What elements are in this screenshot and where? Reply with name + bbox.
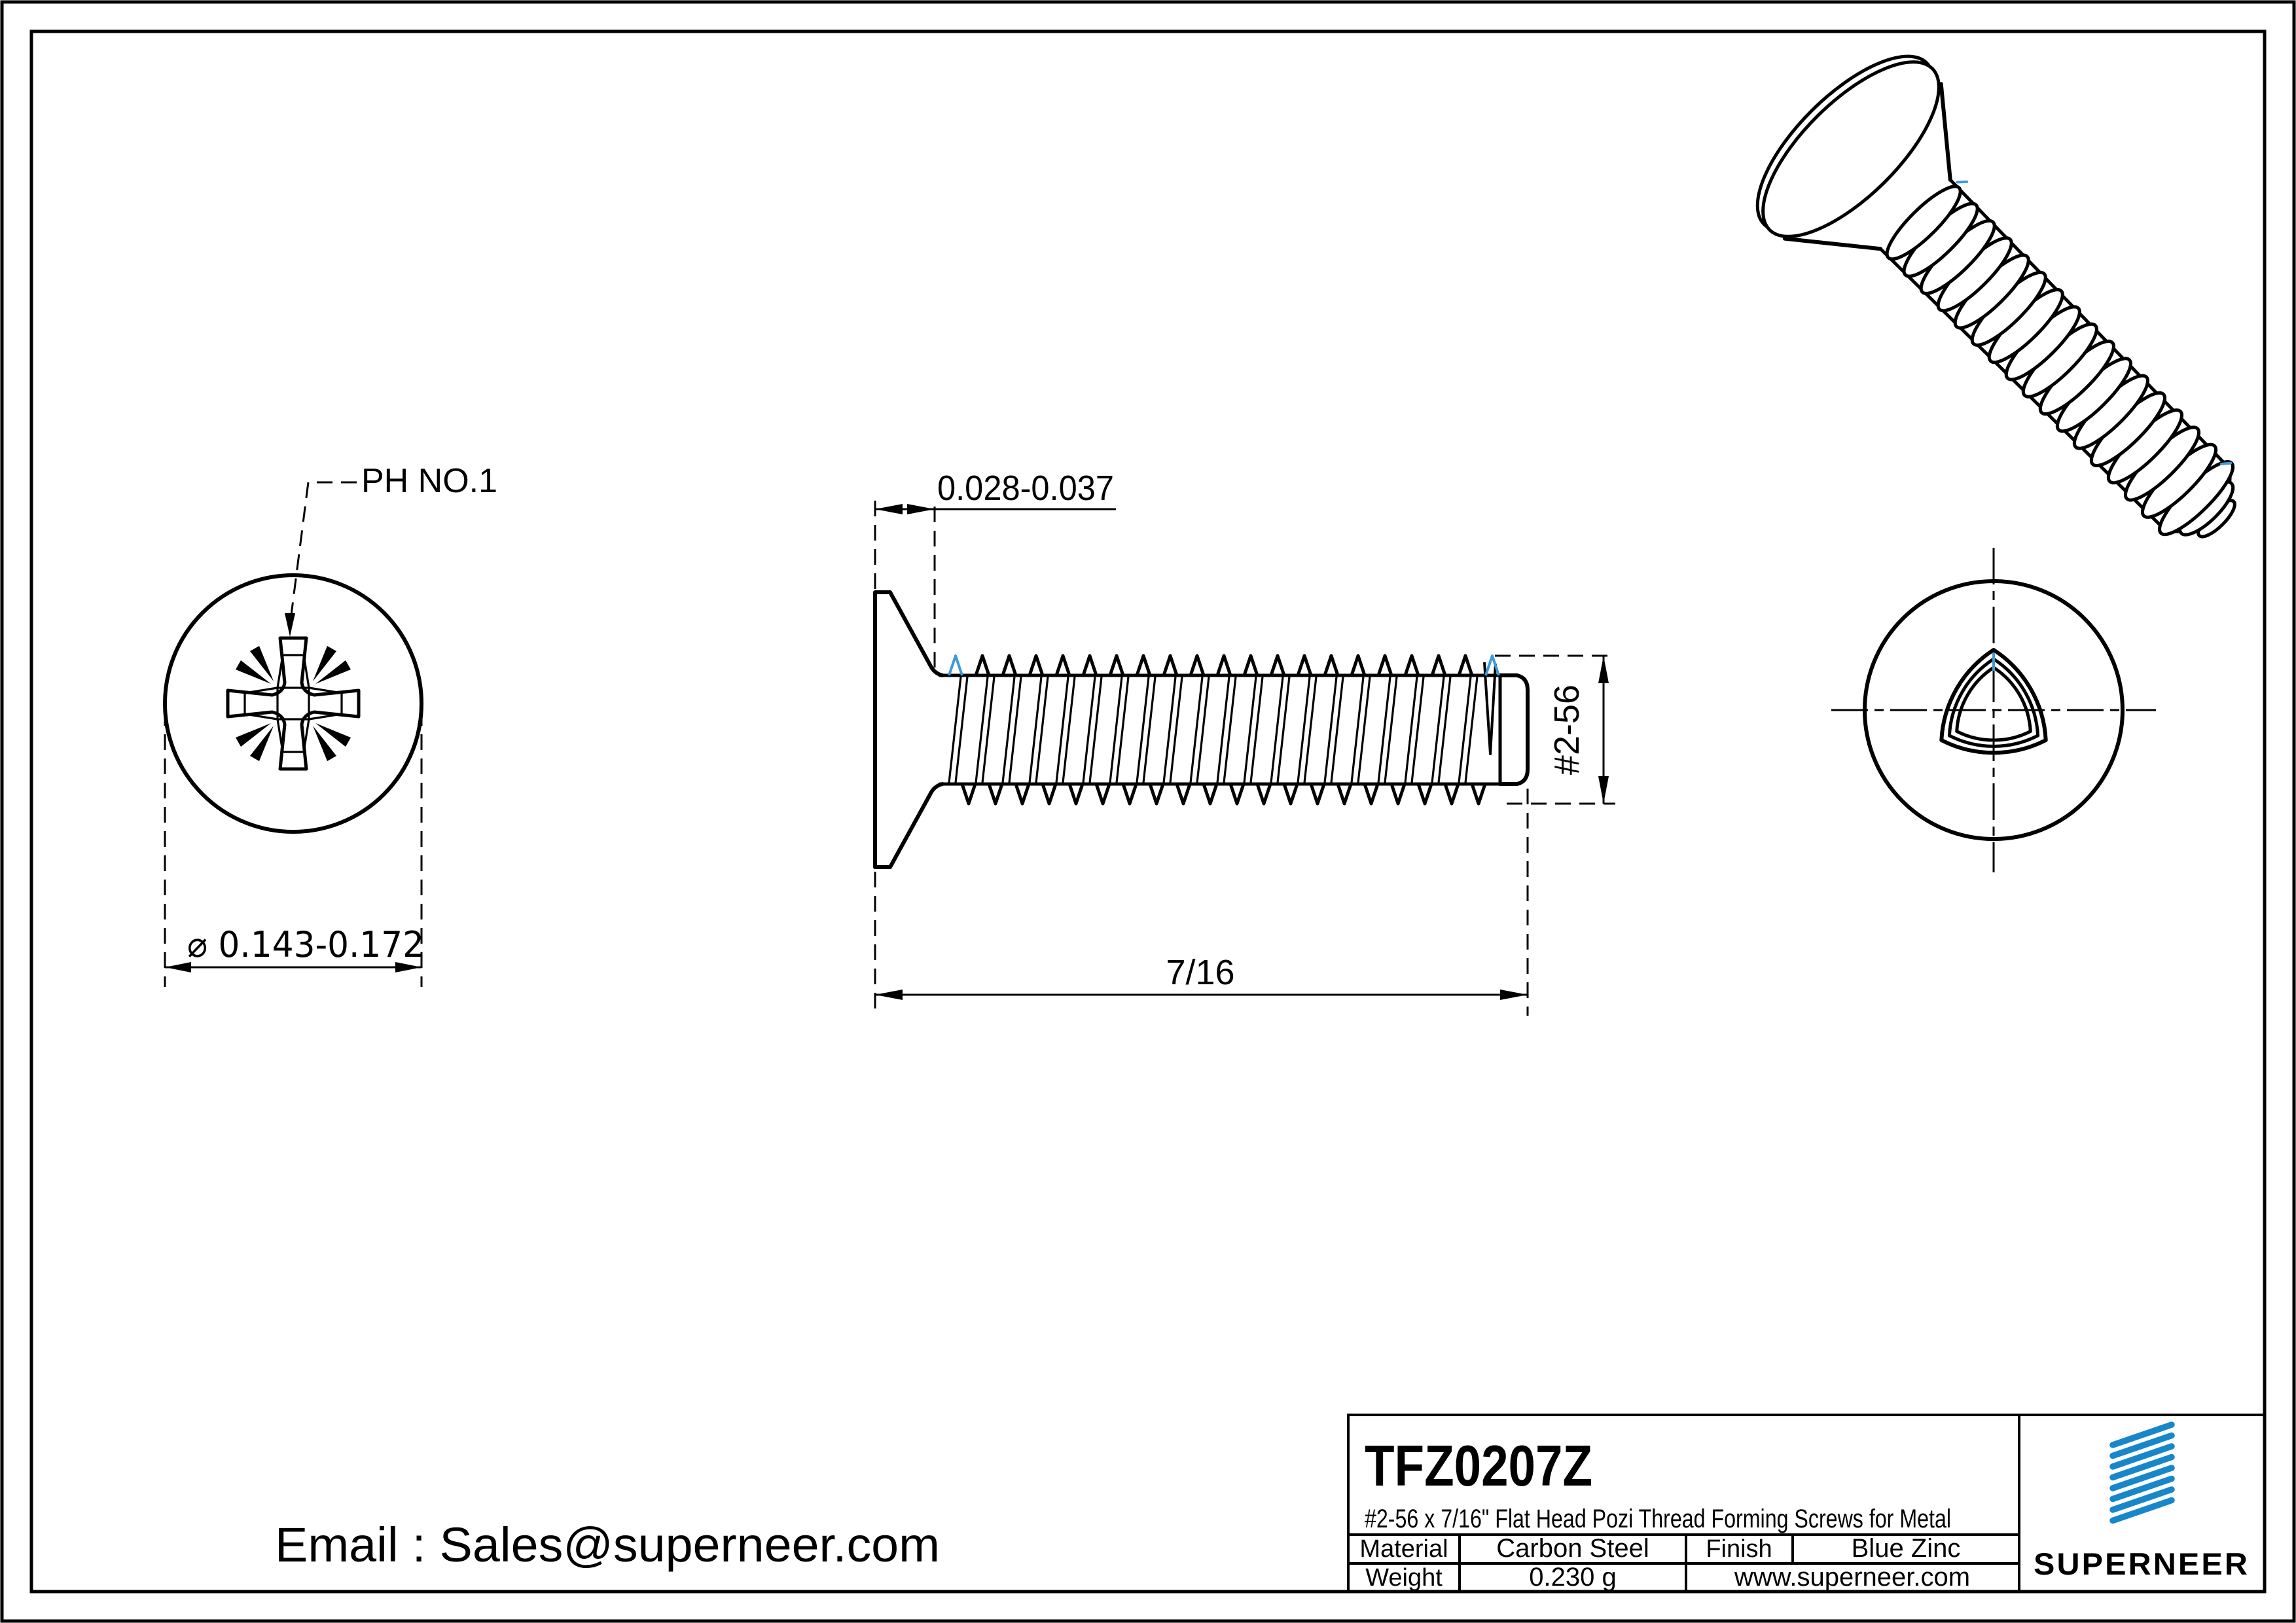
- thread-crests-bottom: [962, 784, 1485, 804]
- contact-email: Email : Sales@superneer.com: [275, 1518, 940, 1572]
- trilobular-section: [1939, 648, 2048, 755]
- finish-label: Finish: [1706, 1535, 1772, 1563]
- dim-head-height: 0.028-0.037: [874, 469, 1116, 668]
- drive-leader: [285, 481, 357, 637]
- title-block: TFZ0207Z #2-56 x 7/16" Flat Head Pozi Th…: [1347, 1414, 2266, 1593]
- brand-logo-icon: [2109, 1421, 2175, 1524]
- weight-label: Weight: [1365, 1564, 1443, 1592]
- drive-label: PH NO.1: [361, 462, 497, 500]
- dim-total-length: 7/16: [874, 789, 1529, 1016]
- front-view: PH NO.1 ⌀ 0.143-0.172: [163, 462, 497, 987]
- website-link[interactable]: www.superneer.com: [1734, 1563, 1970, 1592]
- thread-crests-top: [976, 656, 1472, 675]
- part-number: TFZ0207Z: [1365, 1433, 1592, 1498]
- end-view: [1831, 548, 2156, 872]
- dim-thread-size: #2-56: [1495, 654, 1615, 805]
- brand-name: SUPERNEER: [2034, 1546, 2250, 1581]
- head-profile: [873, 590, 944, 869]
- weight-value: 0.230 g: [1529, 1563, 1616, 1592]
- finish-value: Blue Zinc: [1852, 1534, 1961, 1563]
- head-outline: [163, 573, 423, 834]
- material-label: Material: [1359, 1535, 1448, 1563]
- dim-total-length-text: 7/16: [1166, 953, 1234, 992]
- pozi-recess-icon: [226, 636, 361, 771]
- dim-thread-size-text: #2-56: [1547, 685, 1587, 775]
- dim-head-diameter: ⌀ 0.143-0.172: [164, 710, 424, 987]
- thread-flanks: [948, 675, 1479, 784]
- screw-3d-view: [1755, 54, 2236, 539]
- head-back-outline: [1863, 579, 2125, 841]
- part-description: #2-56 x 7/16" Flat Head Pozi Thread Form…: [1365, 1505, 1951, 1533]
- dim-head-height-text: 0.028-0.037: [937, 469, 1114, 508]
- material-value: Carbon Steel: [1496, 1534, 1649, 1563]
- dim-head-diameter-text: ⌀ 0.143-0.172: [187, 924, 424, 965]
- side-view: 0.028-0.037 7/16 #2-56: [873, 469, 1615, 1016]
- thread-highlight-ticks-3d: [1956, 180, 2233, 465]
